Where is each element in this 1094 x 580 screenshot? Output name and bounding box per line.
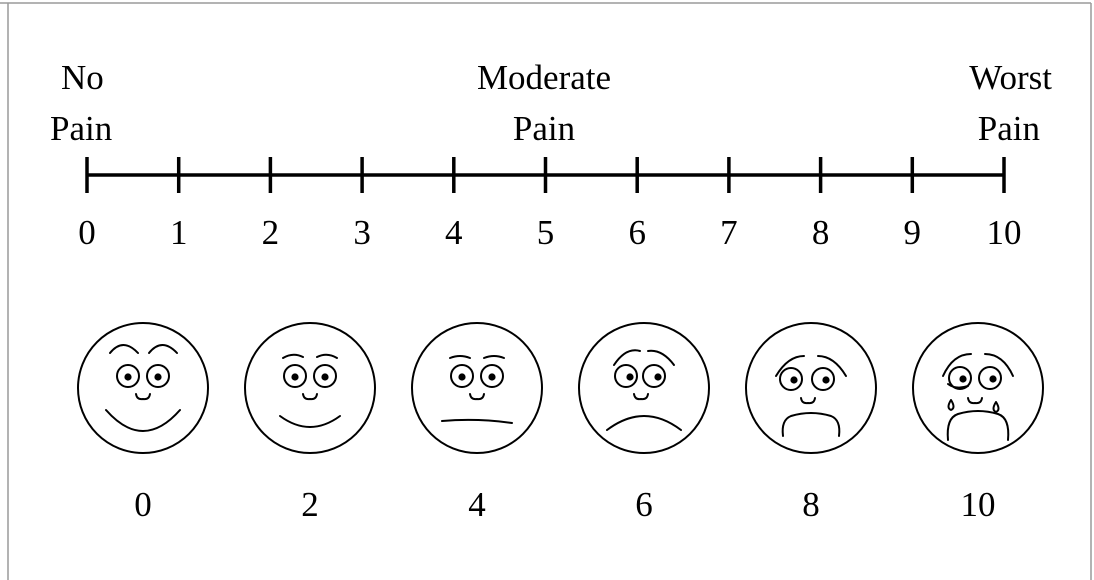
scale-tick-label-3: 3 (353, 213, 371, 252)
scale-anchor-labels: No Pain Moderate Pain Worst Pain (50, 58, 1052, 148)
face-label-10: 10 (961, 485, 996, 524)
right-eyebrow (316, 353, 338, 359)
right-eyebrow (148, 344, 178, 354)
left-eye-pupil (458, 373, 466, 381)
left-eye (116, 364, 140, 388)
left-eye-pupil (790, 376, 798, 384)
face-outline (745, 322, 877, 454)
mouth-wail (946, 410, 1010, 441)
mouth-frown (606, 415, 682, 431)
right-tear (992, 401, 1000, 413)
face-outline (244, 322, 376, 454)
right-eye-pupil (488, 373, 496, 381)
right-eye (978, 366, 1002, 390)
left-eyebrow (109, 344, 139, 354)
anchor-label-worst-pain-line-1: Worst (969, 58, 1052, 97)
mouth-smile (105, 409, 181, 432)
left-eyebrow (775, 355, 805, 377)
left-eyebrow (449, 355, 471, 359)
left-eyebrow (282, 353, 304, 359)
right-eye-pupil (654, 373, 662, 381)
left-eye (283, 364, 307, 388)
nose (800, 397, 816, 405)
faces-row: 0 2 4 6 8 10 (77, 322, 1044, 524)
right-eyebrow (817, 355, 847, 377)
right-eye-pupil (822, 376, 830, 384)
scale-tick-label-5: 5 (537, 213, 555, 252)
face-label-0: 0 (134, 485, 152, 524)
right-eyebrow (647, 349, 675, 366)
left-eye-pupil (959, 375, 967, 383)
anchor-label-worst-pain-line-2: Pain (978, 109, 1040, 148)
nose (469, 393, 485, 401)
anchor-label-moderate-pain-line-2: Pain (513, 109, 575, 148)
face-8 (745, 322, 877, 454)
right-eye (313, 364, 337, 388)
pain-scale-axis: 0 1 2 3 4 5 6 7 8 9 10 (78, 157, 1022, 252)
face-0 (77, 322, 209, 454)
face-label-6: 6 (635, 485, 653, 524)
left-eye (779, 367, 803, 391)
anchor-label-no-pain-line-2: Pain (50, 109, 112, 148)
face-10 (912, 322, 1044, 454)
right-eye (146, 364, 170, 388)
nose (302, 393, 318, 401)
left-eyebrow (613, 349, 641, 366)
mouth-flat (441, 418, 513, 424)
face-outline (77, 322, 209, 454)
scale-tick-label-7: 7 (720, 213, 738, 252)
left-eye (614, 364, 638, 388)
face-label-4: 4 (468, 485, 486, 524)
right-eye (811, 367, 835, 391)
face-label-8: 8 (802, 485, 820, 524)
left-eye-pupil (291, 373, 299, 381)
nose (967, 397, 983, 405)
face-2 (244, 322, 376, 454)
scale-tick-label-0: 0 (78, 213, 96, 252)
left-eye-squint (947, 383, 969, 389)
face-6 (578, 322, 710, 454)
scale-tick-label-1: 1 (170, 213, 188, 252)
right-eye-pupil (154, 373, 162, 381)
face-label-2: 2 (301, 485, 319, 524)
face-outline (578, 322, 710, 454)
right-eye (480, 364, 504, 388)
scale-tick-label-2: 2 (262, 213, 280, 252)
scale-tick-label-8: 8 (812, 213, 830, 252)
face-outline (912, 322, 1044, 454)
left-eyebrow (942, 353, 972, 377)
scale-tick-label-6: 6 (628, 213, 646, 252)
face-outline (411, 322, 543, 454)
scale-tick-label-9: 9 (904, 213, 922, 252)
face-4 (411, 322, 543, 454)
right-eye-pupil (321, 373, 329, 381)
mouth-grimace (781, 412, 841, 437)
mouth-smile (279, 415, 341, 428)
anchor-label-moderate-pain-line-1: Moderate (477, 58, 611, 97)
right-eyebrow (483, 355, 505, 359)
left-eye-pupil (626, 373, 634, 381)
left-eye (948, 366, 972, 390)
anchor-label-no-pain-line-1: No (61, 58, 104, 97)
left-tear (947, 399, 955, 411)
left-eye (450, 364, 474, 388)
nose (633, 393, 649, 401)
scale-tick-label-4: 4 (445, 213, 463, 252)
right-eye-pupil (989, 375, 997, 383)
right-eye (642, 364, 666, 388)
nose (135, 393, 151, 401)
left-eye-pupil (124, 373, 132, 381)
right-eyebrow (984, 353, 1014, 377)
scale-tick-label-10: 10 (987, 213, 1022, 252)
